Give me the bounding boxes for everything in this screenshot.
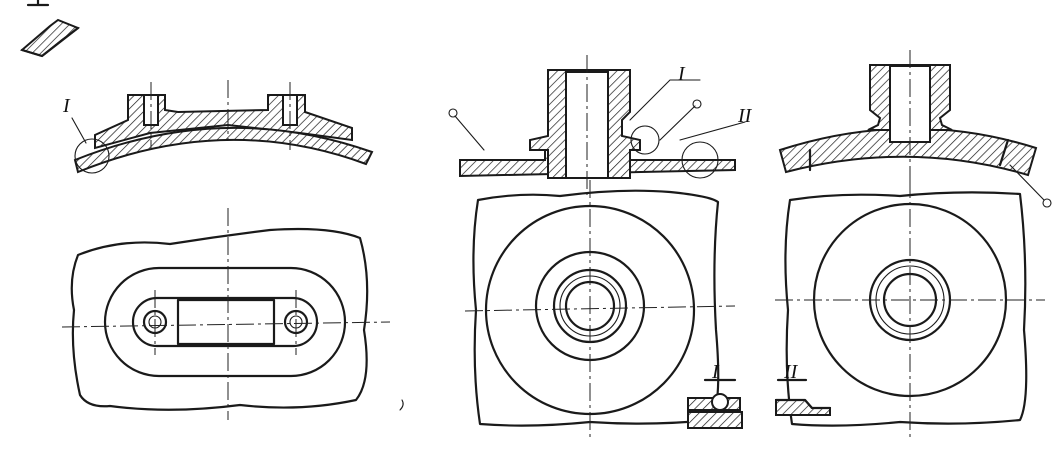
right-section-view [778,50,1052,208]
detail-insets: I II [399,361,832,429]
detail-label-mid-1: I [677,63,686,85]
left-plan-view [61,208,391,420]
detail-label-bottom-1: I [711,361,720,383]
detail-label-left: I [62,95,71,117]
right-plan-view [775,180,1045,440]
detail-label-mid-2: II [737,105,753,127]
corner-figure [19,0,81,58]
detail-label-bottom-2: II [783,361,799,383]
middle-section-view: I II [448,55,753,195]
left-section-view: I [62,80,374,174]
